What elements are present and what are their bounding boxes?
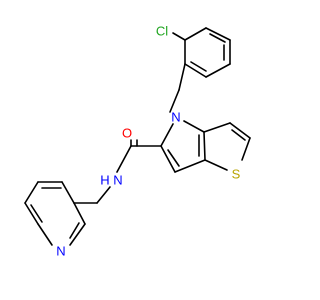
atom-label-s: S <box>232 167 241 182</box>
atom-label-n-ring: N <box>171 110 180 125</box>
bond <box>24 181 39 204</box>
bond <box>169 89 180 113</box>
bond-c-n <box>116 145 132 173</box>
atom-label-o: O <box>122 126 132 141</box>
bond <box>203 131 206 161</box>
bond <box>205 27 231 41</box>
bond <box>184 63 207 78</box>
bond <box>229 122 251 139</box>
molecule-structure: Cl N O N H S N <box>24 24 251 259</box>
bond-double-inner <box>209 33 226 43</box>
bond <box>174 159 206 173</box>
bond <box>160 123 174 147</box>
bond <box>160 145 176 173</box>
bond <box>96 186 111 204</box>
bond-double-inner <box>167 149 180 167</box>
atom-label-h-amide: H <box>100 173 109 188</box>
bond-c-cl <box>172 32 186 41</box>
bond <box>24 202 39 225</box>
bond-double-inner <box>30 204 43 223</box>
atom-label-n-amide: N <box>113 173 122 188</box>
bond-double-inner <box>190 61 207 72</box>
bond <box>184 27 207 41</box>
bond <box>204 159 228 171</box>
atom-labels: Cl N O N H S N <box>56 24 240 259</box>
bond <box>37 223 53 246</box>
bond <box>183 120 205 133</box>
bond-double-inner <box>69 222 80 239</box>
bond <box>178 63 186 91</box>
bond <box>61 181 75 204</box>
bond <box>241 137 251 161</box>
bonds <box>24 27 251 246</box>
bond <box>205 63 231 78</box>
bond <box>69 223 86 246</box>
atom-label-n-pyridine: N <box>56 244 65 259</box>
bond-double-inner <box>231 129 246 141</box>
atom-label-cl: Cl <box>156 24 168 39</box>
bond <box>73 202 86 225</box>
bond <box>203 122 231 133</box>
